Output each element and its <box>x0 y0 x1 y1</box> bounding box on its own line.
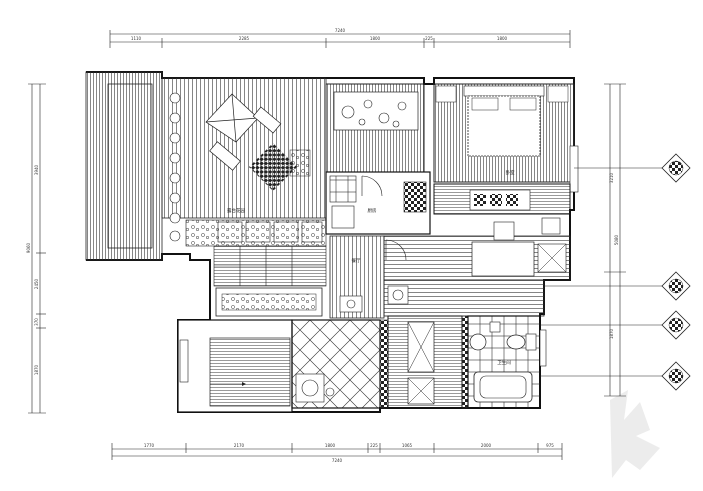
dim-bottom-2: 2170 <box>234 443 245 448</box>
stair <box>177 319 293 413</box>
bedroom-label: 卧室 <box>506 169 515 176</box>
dim-top-total: 7240 <box>335 28 346 33</box>
dim-top-1: 1110 <box>131 36 142 41</box>
dim-left-2: 2450 <box>34 278 39 289</box>
living-area <box>383 221 571 281</box>
dim-bottom-6: 2000 <box>481 443 492 448</box>
dim-left-1: 3940 <box>34 164 39 175</box>
planters <box>169 92 181 242</box>
dim-left-3: 370 <box>34 318 39 326</box>
grill-checker <box>248 142 311 192</box>
dim-bottom-total: 7240 <box>332 458 343 463</box>
bath-label: 卫生间 <box>497 359 511 366</box>
dim-top-2: 2285 <box>239 36 250 41</box>
dim-bottom-4: 225 <box>370 443 378 448</box>
dim-left-total: 9060 <box>26 242 31 253</box>
dim-bottom-3: 1800 <box>325 443 336 448</box>
lounge-room <box>325 83 425 173</box>
kitchen: 厨房 <box>325 171 431 235</box>
dim-bottom-1: 1770 <box>144 443 155 448</box>
dimension-right <box>604 83 626 397</box>
dimension-bottom <box>111 443 563 460</box>
dim-bottom-5: 1065 <box>402 443 413 448</box>
section-marker-1 <box>574 153 691 183</box>
section-marker-3 <box>540 310 691 340</box>
dim-right-1: 3210 <box>609 172 614 183</box>
dim-right-2: 1870 <box>609 328 614 339</box>
kitchen-label: 厨房 <box>368 207 377 214</box>
lower-living <box>383 279 545 317</box>
terrace-deck <box>85 71 163 261</box>
dining: 餐厅 <box>329 235 385 319</box>
dimension-left <box>28 83 46 414</box>
paving-grid <box>213 245 327 287</box>
bathroom: 卫生间 <box>467 315 547 409</box>
dining-label: 餐厅 <box>352 257 361 264</box>
dim-top-5: 1800 <box>497 36 508 41</box>
umbrella-table <box>205 93 282 171</box>
dimension-top <box>109 30 571 48</box>
watermark-logo <box>610 390 660 478</box>
divider-strip <box>379 319 389 409</box>
dim-left-4: 1870 <box>34 364 39 375</box>
section-marker-4 <box>540 361 691 391</box>
dim-top-4: 225 <box>425 36 433 41</box>
dim-right-total: 5080 <box>614 234 619 245</box>
shrub-row <box>185 219 327 247</box>
pebble-planter <box>215 287 323 317</box>
garden-label: 露台花园 <box>227 207 245 214</box>
dim-top-3: 1800 <box>370 36 381 41</box>
closets <box>387 315 469 409</box>
section-marker-2 <box>544 271 691 301</box>
bedroom: 卧室 <box>433 83 579 193</box>
dim-bottom-7: 975 <box>546 443 554 448</box>
wardrobe <box>433 183 571 235</box>
garden-deck: 露台花园 <box>161 77 327 242</box>
tile-room <box>291 319 381 409</box>
